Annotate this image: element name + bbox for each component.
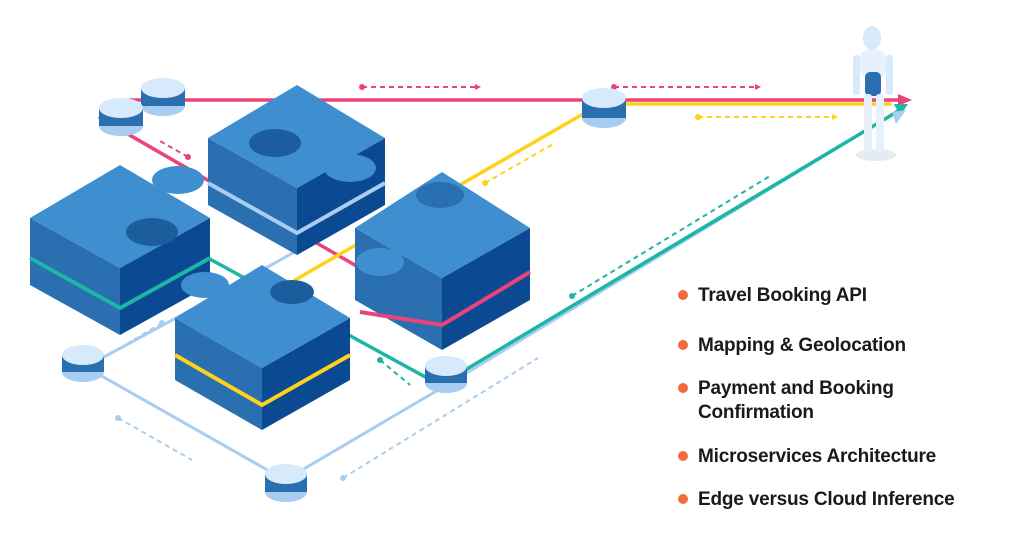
puzzle-piece-right bbox=[355, 172, 532, 350]
puzzle-piece-left bbox=[29, 165, 211, 335]
teal-arrowhead bbox=[894, 104, 908, 116]
legend-item-edge-vs-cloud-inference: Edge versus Cloud Inference bbox=[678, 488, 955, 512]
node-bottom bbox=[265, 464, 307, 502]
bullet-icon bbox=[678, 494, 688, 504]
robot-icon bbox=[853, 26, 896, 161]
legend-label-line1: Payment and Booking bbox=[698, 378, 894, 399]
legend-label: Payment and Booking Confirmation bbox=[698, 377, 894, 425]
bullet-icon bbox=[678, 451, 688, 461]
node-left bbox=[62, 345, 104, 382]
legend-item-payment-booking-confirmation: Payment and Booking Confirmation bbox=[678, 377, 894, 425]
direction-arrows bbox=[115, 84, 838, 481]
node-top-left-b bbox=[99, 98, 143, 136]
bullet-icon bbox=[678, 290, 688, 300]
legend-label: Mapping & Geolocation bbox=[698, 335, 906, 356]
node-top-center bbox=[582, 88, 626, 128]
bullet-icon bbox=[678, 383, 688, 393]
node-center bbox=[425, 356, 467, 393]
light-blue-arrowhead bbox=[892, 110, 906, 124]
pink-arrowhead bbox=[898, 94, 912, 106]
puzzle-piece-top bbox=[207, 85, 386, 255]
bullet-icon bbox=[678, 340, 688, 350]
legend-item-travel-booking-api: Travel Booking API bbox=[678, 284, 867, 308]
legend-item-mapping-geolocation: Mapping & Geolocation bbox=[678, 334, 906, 358]
legend-label: Edge versus Cloud Inference bbox=[698, 489, 955, 510]
legend-item-microservices-architecture: Microservices Architecture bbox=[678, 445, 936, 469]
legend-label: Travel Booking API bbox=[698, 285, 867, 306]
puzzle-piece-bottom bbox=[174, 265, 351, 430]
legend-label: Microservices Architecture bbox=[698, 446, 937, 467]
node-top-left-a bbox=[141, 78, 185, 116]
nodes bbox=[62, 78, 626, 502]
legend-label-line2: Confirmation bbox=[698, 402, 814, 423]
